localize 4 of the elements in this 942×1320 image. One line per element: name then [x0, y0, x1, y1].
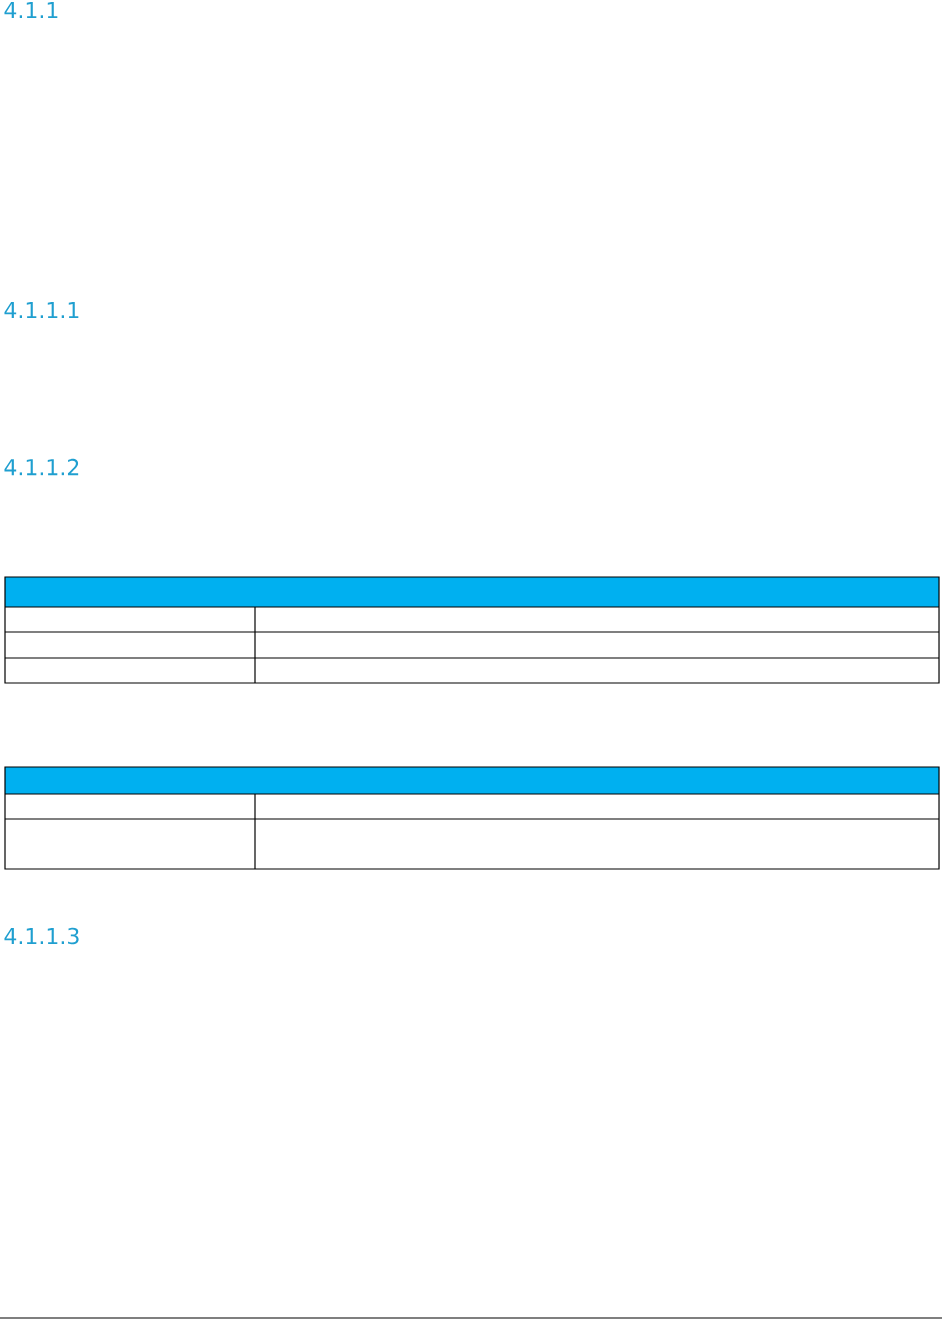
section-number: 4.1.1 — [4, 2, 58, 18]
section-number: 4.1.1.3 — [4, 927, 79, 945]
section-number: 4.1.1.1 — [4, 302, 79, 318]
section-number: 4.1.1.2 — [4, 458, 79, 476]
